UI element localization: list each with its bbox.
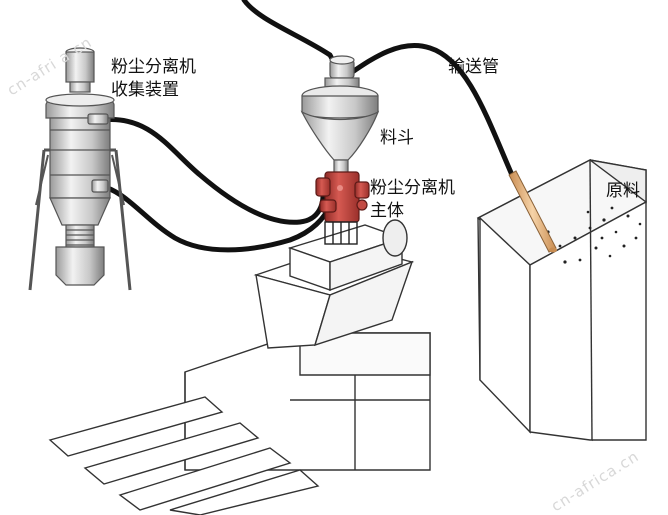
suction-wand: [508, 170, 557, 253]
conveying-pipes: [97, 0, 515, 253]
collector-lower-hose: [97, 183, 333, 253]
collector-upper-hose: [100, 117, 326, 225]
top-supply-hose: [241, 0, 341, 73]
raw-material-granules: [546, 206, 642, 264]
dust-collector: [28, 47, 132, 291]
separator-main-body: [315, 171, 370, 245]
extruder-machine: [48, 219, 431, 515]
conveying-pipe: [345, 43, 515, 178]
collector-label-line1: 粉尘分离机: [111, 57, 196, 77]
separator-label-line1: 粉尘分离机: [370, 178, 455, 198]
conveying-pipe-label: 输送管: [448, 57, 499, 77]
separator-label-line2: 主体: [370, 201, 404, 221]
raw-material-bin: [476, 158, 647, 442]
hopper: [300, 55, 380, 175]
raw-material-label: 原料: [606, 181, 640, 201]
hopper-label: 料斗: [380, 128, 414, 148]
collector-label-line2: 收集装置: [111, 80, 179, 100]
